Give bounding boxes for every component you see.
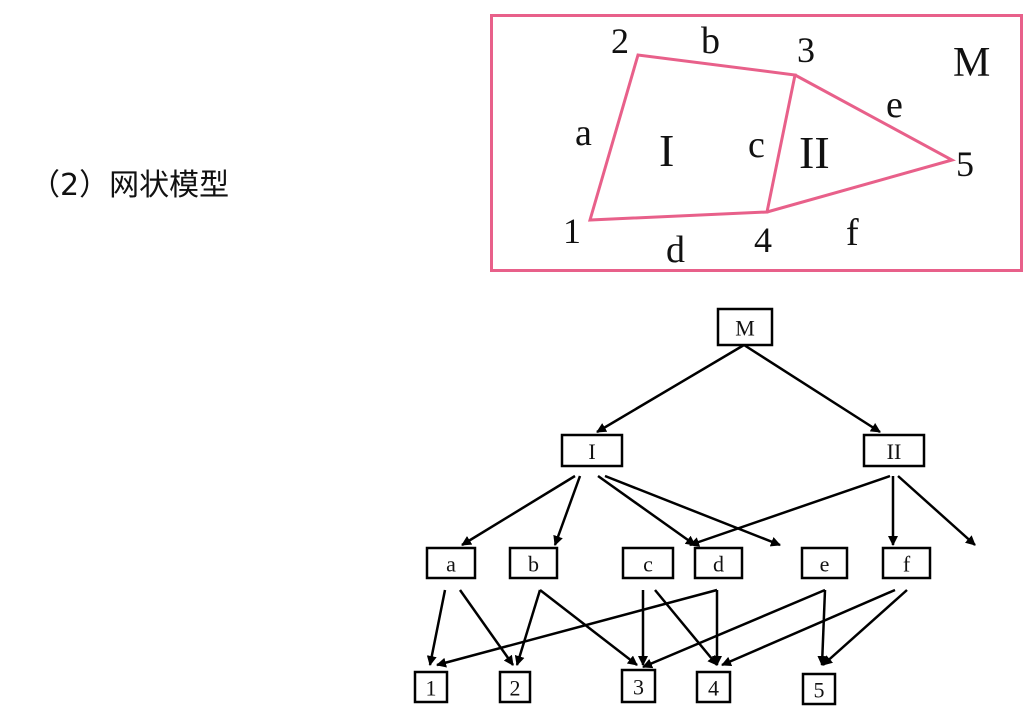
vertex-label: 3: [797, 30, 815, 70]
link-c-to-4: [654, 589, 718, 666]
node-label: d: [713, 552, 724, 577]
node-label: I: [588, 439, 595, 464]
network-figure: M 1 2 3 4 5 a b c d e f I II: [490, 14, 1023, 272]
node-label: b: [528, 552, 539, 577]
node-box: [881, 546, 932, 580]
link-M-to-I: [596, 343, 745, 434]
node-box: [693, 546, 744, 580]
face-label: II: [799, 127, 830, 178]
edge-label: a: [575, 112, 592, 154]
link-f-to-4: [721, 588, 896, 667]
tree-node-M: M: [716, 307, 774, 347]
link-e-to-3: [642, 588, 826, 669]
edge-label: f: [846, 212, 859, 254]
node-box: [800, 546, 849, 580]
tree-node-I: I: [560, 433, 624, 468]
link-I-to-b: [553, 475, 582, 546]
link-II-to-f: [897, 475, 976, 546]
tree-node-d: d: [693, 546, 744, 580]
node-box: [425, 546, 477, 580]
node-box: [862, 433, 926, 468]
node-box: [413, 670, 449, 704]
node-box: [560, 433, 624, 468]
node-label: 1: [426, 676, 437, 701]
node-label: 3: [633, 675, 644, 700]
edge-label: e: [886, 84, 903, 126]
node-label: 5: [814, 678, 825, 703]
node-box: [498, 670, 532, 704]
section-title: （2）网状模型: [30, 168, 230, 203]
vertex-label: 4: [754, 220, 772, 260]
node-label: M: [735, 316, 755, 341]
tree-node-3: 3: [620, 668, 657, 704]
node-label: II: [887, 439, 902, 464]
tree-node-e: e: [800, 546, 849, 580]
link-b-to-2: [514, 589, 542, 666]
link-d-to-1: [436, 588, 718, 668]
link-II-to-c: [689, 474, 891, 547]
edge-label: b: [701, 20, 720, 62]
link-f-to-5: [822, 589, 908, 666]
node-box: [620, 668, 657, 704]
link-e-to-5: [817, 589, 828, 666]
node-box: [801, 672, 837, 706]
tree-node-b: b: [508, 546, 559, 580]
node-box: [716, 307, 774, 347]
tree-node-c: c: [621, 546, 675, 580]
node-label: 2: [510, 676, 521, 701]
node-box: [695, 670, 732, 704]
tree-node-4: 4: [695, 670, 732, 704]
node-box: [508, 546, 559, 580]
edge-label: d: [666, 229, 685, 271]
link-b-to-3: [539, 589, 638, 666]
tree-edges: [426, 343, 976, 669]
face-label: I: [659, 125, 674, 176]
vertex-label: 5: [956, 144, 974, 184]
node-label: c: [643, 552, 653, 577]
tree-node-1: 1: [413, 670, 449, 704]
node-label: a: [446, 552, 456, 577]
face-II-outline: [766, 73, 956, 214]
link-a-to-1: [426, 589, 447, 666]
tree-node-5: 5: [801, 672, 837, 706]
edge-label: c: [748, 124, 765, 166]
node-label: 4: [708, 676, 719, 701]
node-label: e: [820, 552, 830, 577]
link-M-to-II: [743, 343, 881, 434]
vertex-label: 1: [563, 211, 581, 251]
tree-node-II: II: [862, 433, 926, 468]
vertex-label: 2: [611, 21, 629, 61]
link-a-to-2: [458, 589, 515, 666]
link-I-to-a: [461, 474, 576, 547]
link-I-to-d: [604, 474, 781, 547]
region-label-M: M: [953, 40, 990, 86]
link-I-to-c: [597, 474, 696, 547]
figure-frame: [490, 14, 1023, 272]
tree-node-a: a: [425, 546, 477, 580]
tree-node-f: f: [881, 546, 932, 580]
node-box: [621, 546, 675, 580]
node-label: f: [903, 552, 911, 577]
tree-node-2: 2: [498, 670, 532, 704]
